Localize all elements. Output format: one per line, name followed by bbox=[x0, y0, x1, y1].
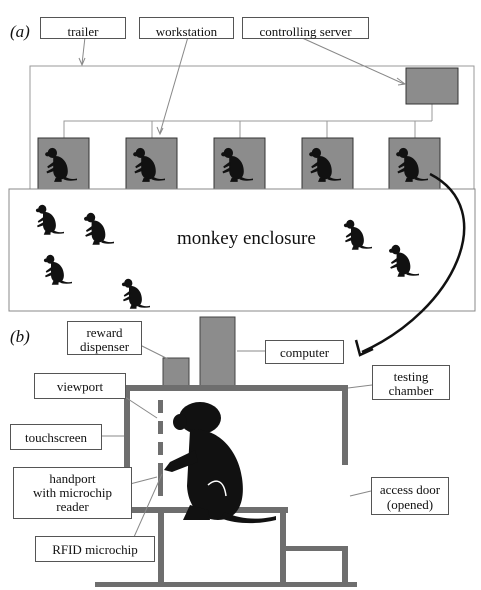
touchscreen-label-box: touchscreen bbox=[10, 424, 102, 450]
chamber-back-wall bbox=[124, 385, 130, 510]
monkey-arm bbox=[164, 450, 198, 472]
server-leader bbox=[299, 36, 405, 85]
reward-dispenser-box bbox=[162, 357, 190, 389]
viewport-bar-2 bbox=[158, 421, 163, 434]
controlling-server-label-box: controlling server bbox=[242, 17, 369, 39]
chamber-roof bbox=[124, 385, 348, 391]
viewport-bar-1 bbox=[158, 400, 163, 413]
controlling-server-box bbox=[405, 67, 459, 105]
enclosure-label: monkey enclosure bbox=[177, 228, 316, 249]
handport-label-box: handport with microchip reader bbox=[13, 467, 132, 519]
access-door-label-box: access door (opened) bbox=[371, 477, 449, 515]
rfid-leader bbox=[129, 473, 163, 547]
handport-leader bbox=[129, 476, 158, 485]
handport-wall bbox=[158, 463, 163, 496]
server-arrowhead bbox=[396, 77, 407, 86]
monkey-leg bbox=[183, 505, 210, 520]
workstations bbox=[37, 137, 441, 190]
touchscreen-label: touchscreen bbox=[24, 430, 88, 445]
stand-leg-left bbox=[158, 507, 164, 585]
trailer-leader bbox=[81, 36, 86, 65]
access-door-label-line2: (opened) bbox=[386, 497, 434, 512]
workstation-leader bbox=[159, 36, 189, 134]
monkey-head bbox=[179, 402, 221, 434]
monkey-arm-outline bbox=[207, 480, 227, 497]
chamber-leader bbox=[347, 384, 373, 389]
step-top bbox=[280, 546, 348, 551]
computer-label-box: computer bbox=[265, 340, 344, 364]
panel-b-letter: (b) bbox=[10, 327, 30, 346]
computer-label: computer bbox=[279, 345, 330, 360]
reward-dispenser-label-line1: reward bbox=[86, 325, 123, 340]
trailer-label: trailer bbox=[67, 24, 99, 39]
viewport-label: viewport bbox=[56, 379, 104, 394]
rfid-label: RFID microchip bbox=[52, 542, 138, 557]
handport-label-line3: reader bbox=[56, 499, 89, 514]
viewport-label-box: viewport bbox=[34, 373, 126, 399]
monkey-body bbox=[187, 429, 243, 520]
reward-dispenser-label-box: reward dispenser bbox=[67, 321, 142, 355]
reward-leader bbox=[139, 344, 169, 360]
panel-a-letter: (a) bbox=[10, 22, 30, 41]
zoom-arrowhead bbox=[354, 339, 374, 357]
handport-label-line2: with microchip bbox=[32, 485, 113, 500]
workstation-label: workstation bbox=[155, 24, 218, 39]
trailer-arrowhead bbox=[78, 57, 86, 67]
access-door-label-line1: access door bbox=[379, 482, 441, 497]
testing-chamber-label-line1: testing bbox=[393, 369, 429, 384]
stand-leg-right bbox=[342, 546, 348, 585]
viewport-bar-3 bbox=[158, 442, 163, 455]
access-door-leader bbox=[349, 490, 372, 497]
monkey-face bbox=[173, 414, 187, 430]
monkey-enclosure-box bbox=[8, 188, 476, 312]
ground-line bbox=[95, 582, 357, 587]
workstation-label-box: workstation bbox=[139, 17, 234, 39]
computer-box bbox=[199, 316, 236, 389]
zoom-arrow bbox=[361, 172, 466, 354]
controlling-server-label: controlling server bbox=[259, 24, 352, 39]
testing-chamber-label-line2: chamber bbox=[388, 383, 434, 398]
monkey-tail bbox=[220, 512, 276, 524]
trailer-label-box: trailer bbox=[40, 17, 126, 39]
rfid-label-box: RFID microchip bbox=[35, 536, 155, 562]
monkey-in-chamber bbox=[164, 402, 276, 524]
viewport-leader bbox=[124, 396, 158, 419]
access-door bbox=[342, 385, 348, 465]
reward-dispenser-label-line2: dispenser bbox=[79, 339, 130, 354]
workstation-arrowhead bbox=[156, 126, 164, 136]
handport-label-line1: handport bbox=[49, 471, 96, 486]
testing-chamber-label-box: testing chamber bbox=[372, 365, 450, 400]
